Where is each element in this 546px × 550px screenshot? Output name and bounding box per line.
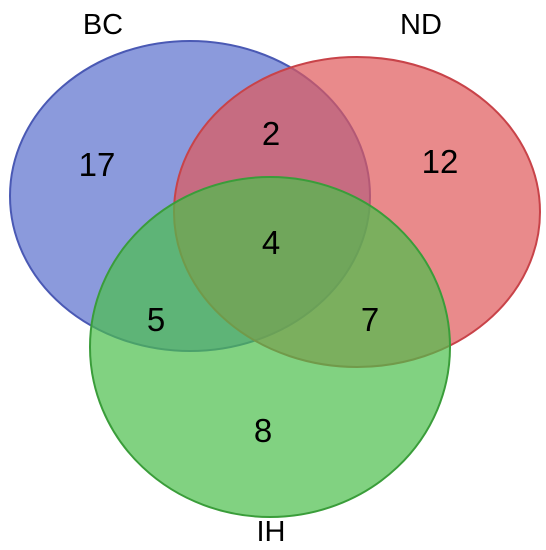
set-label-ih: IH [257,516,286,548]
set-circle-ih [89,176,451,518]
region-count-bc-only: 17 [79,146,116,183]
region-count-ih-only: 8 [254,412,272,449]
region-count-bc-ih: 5 [147,301,165,338]
region-count-bc-nd-ih: 4 [262,224,280,261]
region-count-bc-nd: 2 [262,115,280,152]
set-label-bc: BC [83,9,123,41]
set-label-nd: ND [400,9,442,41]
region-count-nd-ih: 7 [361,301,379,338]
region-count-nd-only: 12 [422,143,459,180]
